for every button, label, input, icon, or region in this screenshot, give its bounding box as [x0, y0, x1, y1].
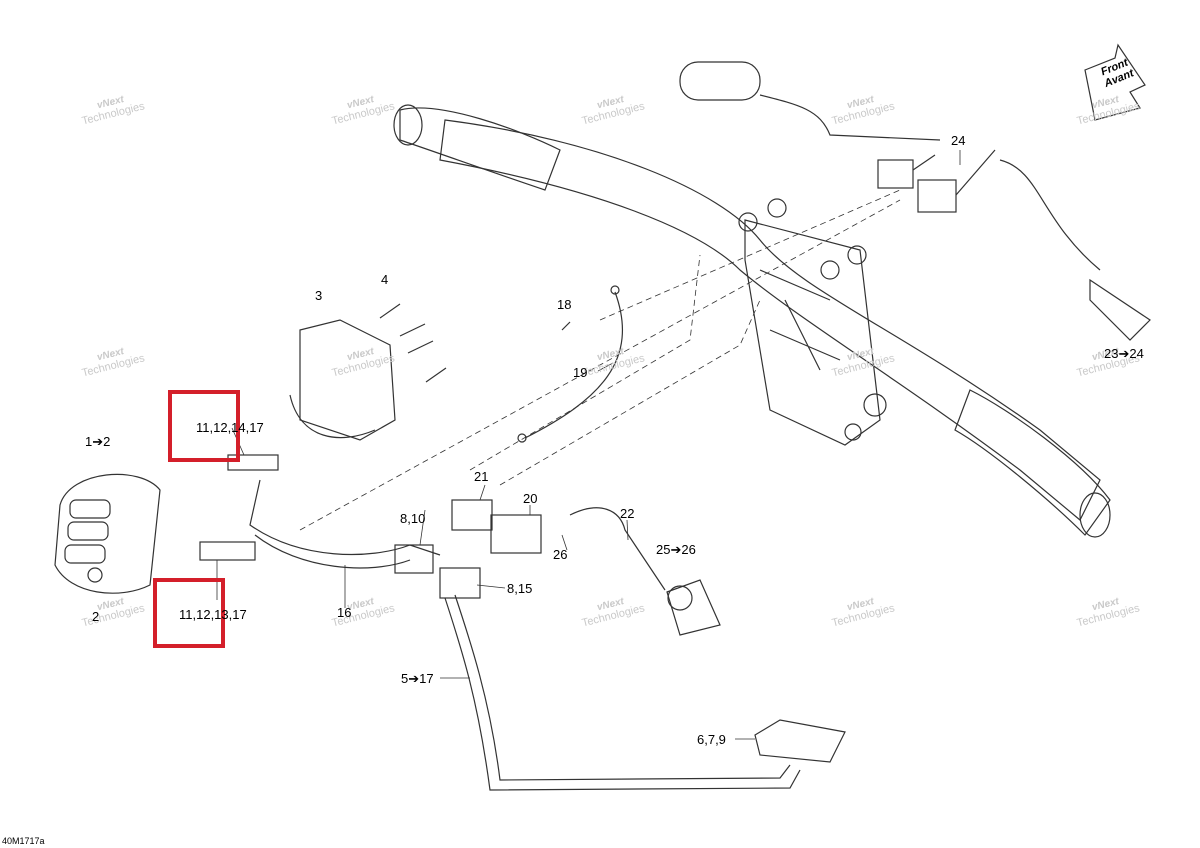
callout-25-26: 25➔26: [656, 542, 696, 557]
switch-housing: [54, 473, 161, 594]
callout-19: 19: [573, 365, 588, 380]
callout-3: 3: [315, 288, 323, 303]
callout-4: 4: [381, 272, 389, 287]
highlight-box-lower: [153, 578, 225, 648]
front-arrow: [1084, 43, 1146, 121]
riser-clamp: [744, 219, 881, 446]
callout-20: 20: [523, 491, 538, 506]
callout-23-24: 23➔24: [1104, 346, 1144, 361]
callout-26: 26: [553, 547, 568, 562]
callout-22: 22: [620, 506, 635, 521]
callout-16: 16: [337, 605, 352, 620]
callout-11-12-13-17: 11,12,13,17: [179, 607, 247, 622]
callout-5-17: 5➔17: [401, 671, 434, 686]
callout-1-2: 1➔2: [85, 434, 111, 449]
callout-21: 21: [474, 469, 489, 484]
left-grip: [399, 107, 561, 191]
right-grip: [954, 389, 1111, 536]
control-module: [754, 719, 846, 763]
drawing-code: 40M1717a: [2, 836, 45, 846]
callout-8-15: 8,15: [507, 581, 533, 596]
callout-18: 18: [557, 297, 572, 312]
handlebar: [439, 119, 1101, 521]
callout-2: 2: [92, 609, 100, 624]
callout-11-12-14-17: 11,12,14,17: [196, 420, 264, 435]
wiring-harness: [249, 479, 441, 556]
highlight-box-upper: [168, 390, 240, 462]
switch-bracket: [299, 319, 396, 441]
callout-6-7-9: 6,7,9: [697, 732, 726, 747]
callout-8-10: 8,10: [400, 511, 426, 526]
callout-24: 24: [951, 133, 966, 148]
